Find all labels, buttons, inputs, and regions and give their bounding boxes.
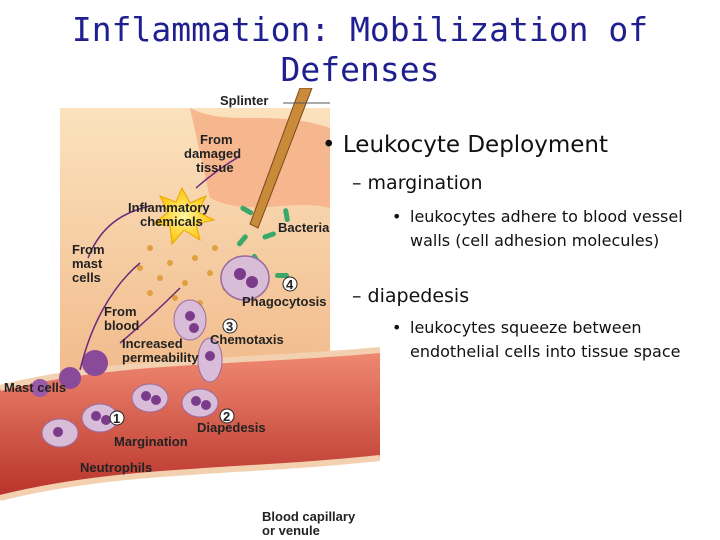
label-step-2: 2 — [223, 409, 230, 424]
bullet-marker: – — [352, 172, 362, 194]
bullet-text: margination — [367, 172, 483, 194]
label-margination: Margination — [114, 434, 188, 449]
vessel-wall-upper — [0, 347, 380, 391]
bullet-text: leukocytes squeeze between endothelial c… — [410, 318, 681, 361]
bullet-marker: • — [322, 132, 336, 158]
blood-vessel — [0, 350, 380, 498]
label-from-damaged-3: tissue — [196, 160, 234, 175]
label-increased-2: permeability — [122, 350, 199, 365]
label-from-blood-1: From — [104, 304, 137, 319]
inflammation-illustration: Splinter From damaged tissue Inflammator… — [0, 88, 380, 538]
vessel-neutrophils — [41, 383, 219, 448]
bullet-diapedesis: – diapedesis — [352, 285, 469, 307]
bullet-text: Leukocyte Deployment — [342, 132, 609, 158]
bullet-leukocyte-deployment: • Leukocyte Deployment — [322, 132, 608, 158]
label-splinter: Splinter — [220, 93, 268, 108]
label-phagocytosis: Phagocytosis — [242, 294, 327, 309]
chemical-burst-icon — [152, 186, 216, 246]
label-inflammatory-1: Inflammatory — [128, 200, 210, 215]
bullet-text: diapedesis — [367, 285, 470, 307]
label-from-damaged-2: damaged — [184, 146, 241, 161]
label-mast-cells: Mast cells — [4, 380, 66, 395]
migrating-neutrophils — [173, 299, 223, 383]
label-from-mast-1: From — [72, 242, 105, 257]
label-from-damaged-1: From — [200, 132, 233, 147]
label-capillary-2: or venule — [262, 523, 320, 538]
label-increased-1: Increased — [122, 336, 183, 351]
label-diapedesis: Diapedesis — [197, 420, 266, 435]
label-step-3: 3 — [226, 319, 233, 334]
slide-title: Inflammation: Mobilization of Defenses — [71, 10, 649, 89]
label-step-1: 1 — [113, 411, 120, 426]
bullet-marker: • — [392, 207, 402, 226]
label-inflammatory-2: chemicals — [140, 214, 203, 229]
label-chemotaxis: Chemotaxis — [210, 332, 284, 347]
label-from-mast-3: cells — [72, 270, 101, 285]
mast-cells-icon — [31, 350, 108, 397]
bullet-text: leukocytes adhere to blood vessel walls … — [410, 207, 683, 250]
label-capillary-1: Blood capillary — [262, 509, 356, 524]
arrows — [79, 155, 241, 371]
phagocyte-cell — [220, 255, 270, 301]
label-from-mast-2: mast — [72, 256, 103, 271]
label-step-4: 4 — [286, 277, 294, 292]
label-from-blood-2: blood — [104, 318, 139, 333]
bullet-margination: – margination — [352, 172, 483, 194]
label-neutrophils: Neutrophils — [80, 460, 152, 475]
splinter-icon — [249, 88, 313, 229]
label-bacteria: Bacteria — [278, 220, 330, 235]
bullet-marker: • — [392, 318, 402, 337]
bullet-marker: – — [352, 285, 362, 307]
vessel-wall-lower — [0, 455, 380, 501]
